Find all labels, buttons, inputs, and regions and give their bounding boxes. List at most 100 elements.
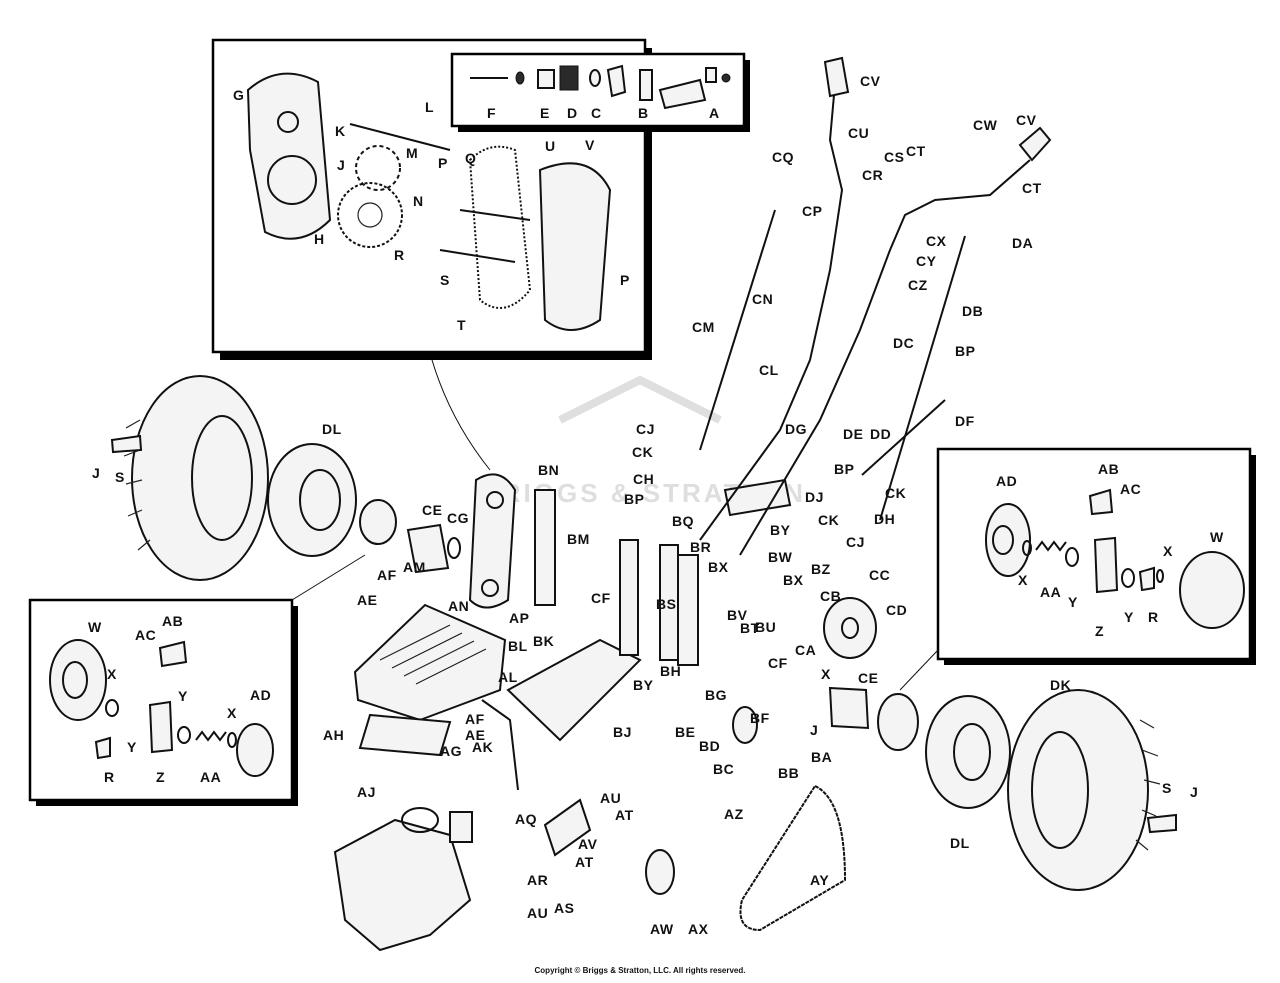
label-cf-low: CF [768,655,788,671]
chain-case [468,473,517,609]
label-z-right: Z [1095,623,1104,639]
label-x-mid: X [821,666,831,682]
label-ay: AY [810,872,829,888]
label-p-low: P [620,272,630,288]
label-cm: CM [692,319,715,335]
label-y-left-low: Y [127,739,137,755]
label-b: B [638,105,649,121]
label-y-right-left: Y [1068,594,1078,610]
label-k: K [335,123,346,139]
label-w-right: W [1210,529,1224,545]
label-s-right: S [1162,780,1172,796]
label-bd: BD [699,738,720,754]
label-aq: AQ [515,811,537,827]
label-r-left: R [104,769,115,785]
label-bk: BK [533,633,554,649]
label-aa-left: AA [200,769,221,785]
label-x-left-right: X [227,705,237,721]
label-af-low: AF [465,711,485,727]
label-cj-top: CJ [636,421,655,437]
label-r: R [394,247,405,263]
copyright-notice: Copyright © Briggs & Stratton, LLC. All … [534,966,746,975]
label-ax: AX [688,921,709,937]
gear-h [337,182,403,248]
sprocket-k [355,145,401,191]
label-dl-right: DL [950,835,970,851]
label-au-low: AU [527,905,548,921]
label-ck-right: CK [885,485,906,501]
label-x-right-right: X [1163,543,1173,559]
label-cf-top: CF [591,590,611,606]
label-by-low: BY [633,677,654,693]
label-dh: DH [874,511,895,527]
label-cs: CS [884,149,904,165]
right-rim [925,695,1011,809]
label-j-right: J [1190,784,1198,800]
label-g: G [233,87,244,103]
label-r-right: R [1148,609,1159,625]
label-cg: CG [447,510,469,526]
label-ap: AP [509,610,529,626]
pulley-cc [823,597,877,659]
label-bx-left: BX [708,559,729,575]
label-dg: DG [785,421,807,437]
label-bp-low: BP [834,461,854,477]
label-at-low: AT [575,854,594,870]
label-bb: BB [778,765,799,781]
label-cv-top: CV [860,73,881,89]
label-aa-right: AA [1040,584,1061,600]
label-cy: CY [916,253,937,269]
label-y-left-top: Y [178,688,188,704]
label-af-top: AF [377,567,397,583]
label-dl-left: DL [322,421,342,437]
label-br: BR [690,539,711,555]
label-bv: BV [727,607,748,623]
label-au-top: AU [600,790,621,806]
label-j-left: J [92,465,100,481]
label-j-mid: J [810,722,818,738]
label-cu: CU [848,125,869,141]
label-av: AV [578,836,598,852]
label-v: V [585,137,595,153]
label-ad-right: AD [996,473,1017,489]
label-as: AS [554,900,574,916]
label-x-left-top: X [107,666,117,682]
engine [333,818,472,952]
label-ab-left: AB [162,613,183,629]
inset-right-hub: AD AB AC W X AA Y Z Y R X [936,447,1256,665]
label-cz: CZ [908,277,928,293]
label-y-right-right: Y [1124,609,1134,625]
label-dj: DJ [805,489,824,505]
label-be: BE [675,724,695,740]
label-ck-top: CK [632,444,653,460]
label-ah: AH [323,727,344,743]
label-cl: CL [759,362,779,378]
label-ar: AR [527,872,548,888]
right-wheel-assembly: DK DL S J [877,677,1198,891]
label-az: AZ [724,806,744,822]
label-bt: BT [740,620,760,636]
label-t: T [457,317,466,333]
label-bu: BU [755,619,776,635]
inset-gear-case: G F E D C B A L K M Q U V P J N H R S P … [211,38,750,360]
label-dk: DK [1050,677,1071,693]
label-ba: BA [811,749,832,765]
label-dd: DD [870,426,891,442]
label-ag: AG [440,743,462,759]
label-bj: BJ [613,724,632,740]
label-an: AN [448,598,469,614]
label-h: H [314,231,325,247]
label-p-top: P [438,155,448,171]
label-ct-right: CT [1022,180,1042,196]
label-de: DE [843,426,863,442]
label-cn: CN [752,291,773,307]
label-ac-right: AC [1120,481,1141,497]
label-d: D [567,105,578,121]
label-u: U [545,138,556,154]
left-tire [131,375,269,581]
label-s-left: S [115,469,125,485]
label-ce-left: CE [422,502,442,518]
label-f: F [487,105,496,121]
label-s: S [440,272,450,288]
label-cc: CC [869,567,890,583]
